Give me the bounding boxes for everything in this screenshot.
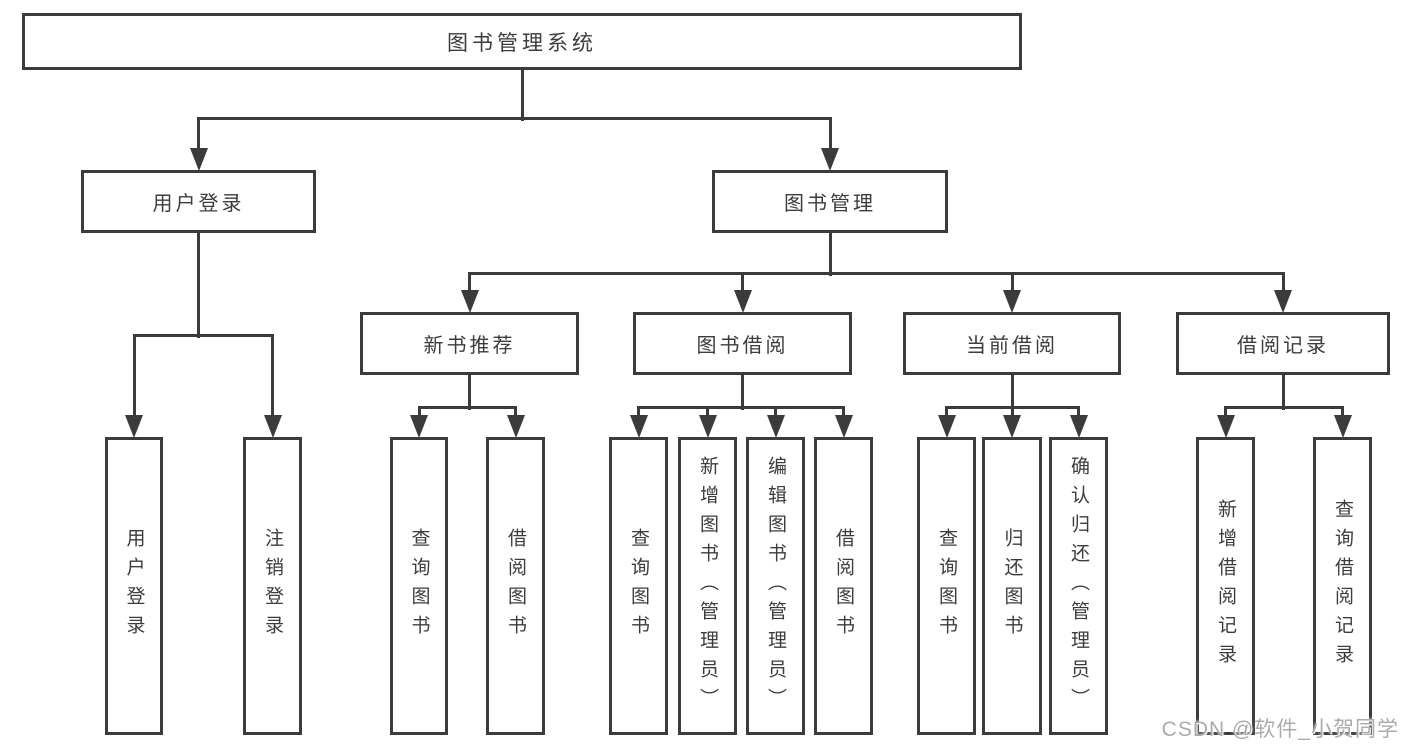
node-borrow-records: 借阅记录: [1176, 312, 1390, 375]
node-label-g2-borrow: 借阅图书: [505, 528, 526, 644]
arrowhead-down-icon: [733, 290, 752, 313]
arrowhead-down-icon: [263, 415, 282, 438]
node-label-g3-query: 查询图书: [628, 528, 649, 644]
node-label-g3-borrow: 借阅图书: [833, 528, 854, 644]
connector-drop: [637, 407, 640, 418]
connector-drop: [197, 118, 200, 151]
connector-drop: [468, 273, 471, 293]
connector-drop: [514, 407, 517, 418]
connector-drop: [741, 273, 744, 293]
arrowhead-down-icon: [698, 415, 717, 438]
arrowhead-down-icon: [189, 148, 208, 171]
connector-drop: [271, 335, 274, 418]
arrowhead-down-icon: [506, 415, 525, 438]
node-label-g4-query: 查询图书: [936, 528, 957, 644]
connector-drop: [828, 118, 832, 151]
node-leaf-logout: 注销登录: [243, 437, 302, 735]
connector-stem: [520, 70, 524, 121]
connector-drop: [842, 407, 845, 418]
node-g4-query: 查询图书: [917, 437, 976, 735]
node-label-g2-query: 查询图书: [408, 528, 430, 644]
node-label-root: 图书管理系统: [447, 31, 597, 55]
connector-drop: [1077, 407, 1080, 418]
node-book-borrow: 图书借阅: [633, 312, 852, 375]
node-book-mgmt: 图书管理: [712, 170, 948, 233]
node-root: 图书管理系统: [22, 13, 1022, 70]
arrowhead-down-icon: [410, 415, 428, 438]
arrowhead-down-icon: [821, 148, 839, 171]
node-g3-edit: 编辑图书（管理员）: [746, 437, 805, 735]
node-label-borrow-records: 借阅记录: [1237, 335, 1329, 357]
node-g4-return: 归还图书: [982, 437, 1042, 735]
connector-rail: [637, 405, 845, 409]
arrowhead-down-icon: [1069, 415, 1088, 438]
connector-drop: [1010, 273, 1014, 293]
node-g3-add: 新增图书（管理员）: [678, 437, 737, 735]
node-user-login: 用户登录: [81, 170, 316, 233]
connector-rail: [468, 271, 1285, 275]
connector-drop: [417, 407, 421, 418]
connector-drop: [706, 407, 709, 418]
node-label-g5-query: 查询借阅记录: [1332, 499, 1353, 673]
csdn-watermark: CSDN @软件_小贺同学: [1161, 718, 1399, 741]
node-g2-borrow: 借阅图书: [486, 437, 545, 735]
arrowhead-down-icon: [1003, 415, 1021, 438]
node-label-g3-add: 新增图书（管理员）: [697, 455, 718, 717]
node-label-book-mgmt: 图书管理: [784, 193, 876, 215]
node-label-leaf-logout: 注销登录: [262, 528, 283, 644]
node-g4-confirm: 确认归还（管理员）: [1049, 437, 1108, 735]
node-label-g4-return: 归还图书: [1001, 528, 1023, 644]
node-label-new-book-rec: 新书推荐: [423, 335, 516, 357]
connector-rail: [197, 116, 832, 120]
connector-drop: [774, 407, 777, 418]
arrowhead-down-icon: [1003, 290, 1021, 313]
connector-drop: [1224, 407, 1227, 418]
arrowhead-down-icon: [629, 415, 648, 438]
arrowhead-down-icon: [460, 290, 479, 313]
node-g5-add: 新增借阅记录: [1196, 437, 1255, 735]
connector-stem: [197, 233, 200, 338]
node-new-book-rec: 新书推荐: [360, 312, 579, 375]
connector-drop: [1281, 273, 1285, 293]
connector-stem: [468, 375, 471, 410]
arrowhead-down-icon: [937, 415, 956, 438]
connector-rail: [132, 333, 274, 337]
connector-rail: [417, 405, 517, 409]
connector-drop: [132, 335, 136, 418]
node-label-leaf-user-login: 用户登录: [123, 528, 145, 644]
node-label-user-login: 用户登录: [152, 193, 245, 215]
node-current-borrow: 当前借阅: [903, 312, 1121, 375]
node-g2-query: 查询图书: [390, 437, 448, 735]
node-g3-query: 查询图书: [609, 437, 668, 735]
connector-stem: [1281, 375, 1285, 410]
arrowhead-down-icon: [1274, 290, 1292, 313]
node-label-current-borrow: 当前借阅: [966, 335, 1058, 357]
node-g3-borrow: 借阅图书: [814, 437, 873, 735]
connector-rail: [1224, 405, 1344, 409]
arrowhead-down-icon: [766, 415, 785, 438]
node-label-g5-add: 新增借阅记录: [1215, 499, 1236, 673]
connector-stem: [741, 375, 744, 410]
arrowhead-down-icon: [125, 415, 143, 438]
connector-drop: [1341, 407, 1344, 418]
connector-stem: [1010, 375, 1014, 410]
connector-drop: [945, 407, 948, 418]
node-g5-query: 查询借阅记录: [1313, 437, 1372, 735]
connector-stem: [828, 233, 832, 276]
arrowhead-down-icon: [834, 415, 853, 438]
node-label-book-borrow: 图书借阅: [696, 335, 789, 357]
arrowhead-down-icon: [1333, 415, 1352, 438]
arrowhead-down-icon: [1216, 415, 1235, 438]
connector-drop: [1010, 407, 1014, 418]
node-label-g3-edit: 编辑图书（管理员）: [765, 455, 786, 717]
node-leaf-user-login: 用户登录: [105, 437, 163, 735]
node-label-g4-confirm: 确认归还（管理员）: [1068, 455, 1089, 717]
